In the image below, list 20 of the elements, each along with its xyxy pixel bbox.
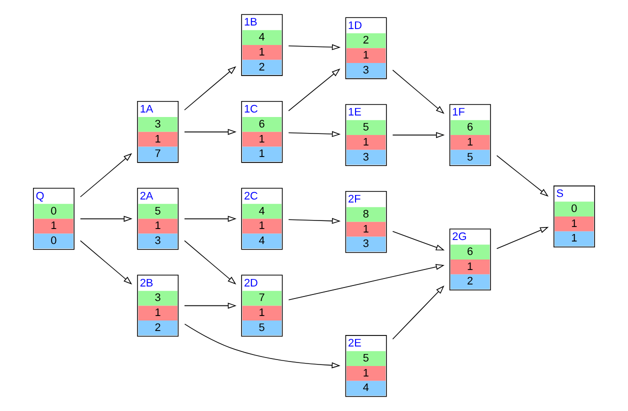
arrow xyxy=(496,155,549,197)
arrow xyxy=(288,218,341,224)
arrow xyxy=(184,240,236,285)
arrow xyxy=(80,216,132,222)
arrow xyxy=(80,153,132,198)
arrow xyxy=(496,226,549,250)
arrow xyxy=(184,324,340,368)
arrow xyxy=(288,131,341,138)
arrow xyxy=(392,231,445,250)
arrow xyxy=(184,216,236,222)
arrow xyxy=(392,70,444,114)
arrow xyxy=(288,68,340,112)
arrow xyxy=(80,240,132,285)
arrow xyxy=(184,302,236,309)
arrow xyxy=(288,264,445,300)
arrow xyxy=(288,44,341,50)
arrow xyxy=(184,128,236,135)
arrow xyxy=(392,132,445,138)
arrow xyxy=(392,286,444,340)
arrow xyxy=(184,66,236,110)
